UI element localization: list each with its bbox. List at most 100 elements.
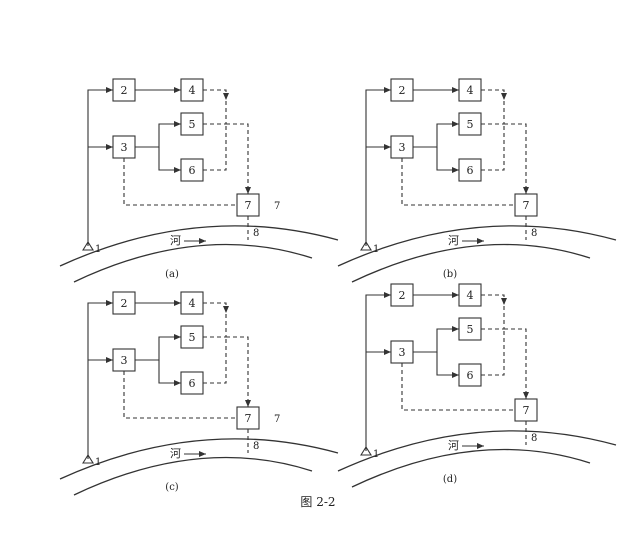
box-2-label: 2 <box>121 84 128 97</box>
river-label: 河 <box>448 439 459 452</box>
box-2 <box>112 291 136 315</box>
river-label: 河 <box>170 447 181 460</box>
box-3-to-box-5-line <box>135 334 181 361</box>
return-to-box-7-line <box>226 123 251 194</box>
source-marker-icon <box>82 240 94 251</box>
source-to-box-2-line <box>87 300 113 459</box>
box-6 <box>180 371 204 395</box>
panel-d: 1 8 河 2 4 3 5 6 7 (d) <box>337 283 617 488</box>
box-5-label: 5 <box>467 323 474 336</box>
pipe-label: 8 <box>531 433 537 444</box>
box-7 <box>236 406 260 430</box>
pipe-label: 8 <box>531 228 537 239</box>
river-bank-upper <box>59 438 339 480</box>
box-3-to-box-6-line <box>436 147 459 173</box>
box-3-to-box-5-line <box>135 121 181 148</box>
box-3-to-box-6-line <box>436 352 459 378</box>
box-4-dashed-return <box>203 302 229 313</box>
box-3 <box>390 135 414 159</box>
box-6-label: 6 <box>467 164 474 177</box>
box-4-label: 4 <box>467 84 474 97</box>
panel-label: (d) <box>443 474 457 485</box>
box-3-to-box-6-line <box>158 147 181 173</box>
pipe-label: 8 <box>253 441 259 452</box>
source-label: 1 <box>95 457 101 468</box>
source-marker-icon <box>360 240 372 251</box>
box-3-to-box-6-line <box>158 360 181 386</box>
box-3-label: 3 <box>121 354 128 367</box>
box-4 <box>180 78 204 102</box>
river-label: 河 <box>170 234 181 247</box>
box-6 <box>458 363 482 387</box>
box-3-to-box-7-dashed <box>123 158 237 206</box>
box-4 <box>458 78 482 102</box>
box-2-label: 2 <box>399 84 406 97</box>
box-6-dashed-return <box>203 124 227 171</box>
extra-label: 7 <box>274 201 280 212</box>
panel-label: (a) <box>165 269 179 280</box>
box-4-dashed-return <box>203 89 229 100</box>
box-6-dashed-return <box>203 337 227 384</box>
box-3-to-box-7-dashed <box>123 371 237 419</box>
box-3-to-box-5-line <box>413 326 459 353</box>
box-4-label: 4 <box>189 84 196 97</box>
box-2 <box>390 78 414 102</box>
box-5-label: 5 <box>189 118 196 131</box>
box-7-label: 7 <box>245 412 252 425</box>
box-2-label: 2 <box>121 297 128 310</box>
box-7 <box>236 193 260 217</box>
box-5-dashed-return <box>481 303 505 330</box>
source-to-box-2-line <box>365 292 391 451</box>
box-6 <box>180 158 204 182</box>
box-7 <box>514 398 538 422</box>
river-bank-upper <box>59 225 339 267</box>
box-2 <box>112 78 136 102</box>
box-4-label: 4 <box>467 289 474 302</box>
box-3-label: 3 <box>399 346 406 359</box>
pipe-label: 8 <box>253 228 259 239</box>
return-to-box-7-line <box>504 123 529 194</box>
box-5 <box>180 112 204 136</box>
box-6-label: 6 <box>467 369 474 382</box>
box-5-dashed-return <box>481 98 505 125</box>
box-6-dashed-return <box>481 329 505 376</box>
return-to-box-7-line <box>226 336 251 407</box>
source-label: 1 <box>95 244 101 255</box>
river-label: 河 <box>448 234 459 247</box>
box-2-label: 2 <box>399 289 406 302</box>
box-7-label: 7 <box>523 199 530 212</box>
source-label: 1 <box>373 449 379 460</box>
box-6-label: 6 <box>189 164 196 177</box>
source-label: 1 <box>373 244 379 255</box>
box-6-dashed-return <box>481 124 505 171</box>
extra-label: 7 <box>274 414 280 425</box>
box-5 <box>458 317 482 341</box>
box-3 <box>112 348 136 372</box>
box-4 <box>180 291 204 315</box>
box-5 <box>180 325 204 349</box>
river-bank-lower <box>73 456 313 496</box>
box-3-to-box-7-dashed <box>401 363 515 411</box>
panel-label: (c) <box>165 482 179 493</box>
return-to-box-7-line <box>504 328 529 399</box>
source-marker-icon <box>360 445 372 456</box>
panel-label: (b) <box>443 269 457 280</box>
figure-caption: 图 2-2 <box>300 495 335 509</box>
source-marker-icon <box>82 453 94 464</box>
box-7 <box>514 193 538 217</box>
river-bank-upper <box>337 430 617 472</box>
box-7-label: 7 <box>523 404 530 417</box>
river-bank-lower <box>351 243 591 283</box>
box-3-to-box-7-dashed <box>401 158 515 206</box>
source-to-box-2-line <box>365 87 391 246</box>
box-6-label: 6 <box>189 377 196 390</box>
box-3 <box>112 135 136 159</box>
box-4-dashed-return <box>481 294 507 305</box>
box-4-label: 4 <box>189 297 196 310</box>
box-7-label: 7 <box>245 199 252 212</box>
source-to-box-2-line <box>87 87 113 246</box>
